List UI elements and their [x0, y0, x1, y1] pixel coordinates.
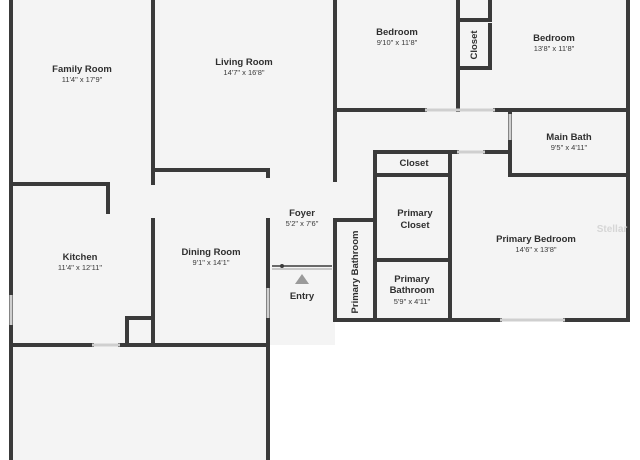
- room-label-bedroom-2: Bedroom: [533, 33, 575, 44]
- room-label-main-bath: Main Bath: [546, 132, 592, 143]
- room-label-bedroom-1: Bedroom: [376, 27, 418, 38]
- walls: [9, 0, 630, 460]
- entry-threshold: [272, 264, 332, 284]
- room-label-closet-mid: Closet: [399, 158, 429, 169]
- windows: [9, 108, 565, 347]
- room-label-dining-room: Dining Room: [181, 247, 240, 258]
- floor-left-wing: [10, 0, 335, 345]
- floor-foyer: [265, 175, 340, 270]
- room-dims-family-room: 11'4" x 17'9": [62, 75, 103, 84]
- room-label-living-room: Living Room: [215, 57, 273, 68]
- room-label-primary-bedroom: Primary Bedroom: [496, 234, 576, 245]
- room-label-closet-top: Closet: [469, 30, 480, 60]
- floor-right-wing: [335, 0, 630, 320]
- room-dims-kitchen: 11'4" x 12'11": [58, 263, 103, 272]
- room-label-kitchen: Kitchen: [63, 252, 98, 263]
- room-label-family-room: Family Room: [52, 64, 112, 75]
- entry-label: Entry: [290, 291, 315, 302]
- entry-marker: [280, 264, 284, 268]
- room-dims-foyer: 5'2" x 7'6": [286, 219, 319, 228]
- room-label-primary-bathroom-vertical: Primary Bathroom: [350, 231, 361, 314]
- room-dims-primary-bathroom: 5'9" x 4'11": [394, 297, 431, 306]
- floor-areas: [10, 0, 630, 460]
- room-dims-main-bath: 9'5" x 4'11": [551, 143, 588, 152]
- room-dims-living-room: 14'7" x 16'8": [223, 68, 264, 77]
- room-dims-bedroom-1: 9'10" x 11'8": [377, 38, 418, 47]
- room-dims-dining-room: 9'1" x 14'1": [193, 258, 230, 267]
- room-dims-bedroom-2: 13'8" x 11'8": [534, 44, 575, 53]
- room-labels: Family Room 11'4" x 17'9" Living Room 14…: [52, 27, 627, 313]
- room-dims-primary-bedroom: 14'6" x 13'8": [515, 245, 556, 254]
- room-label-foyer: Foyer: [289, 208, 315, 219]
- entry-arrow-icon: [295, 274, 309, 284]
- floor-garage: [10, 345, 270, 460]
- watermark: Stellar: [597, 224, 628, 235]
